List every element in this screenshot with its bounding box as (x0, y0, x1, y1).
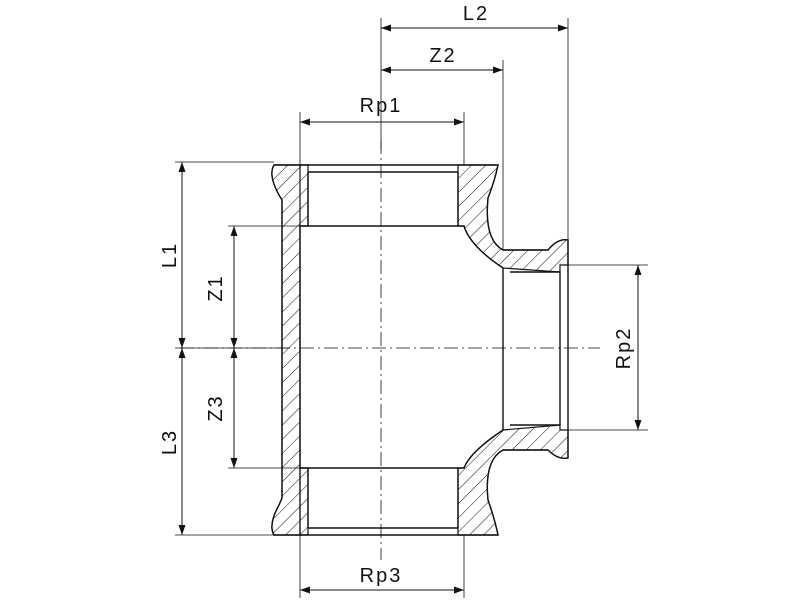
inner-bore (299, 225, 504, 469)
hatch-right-upper (457, 164, 569, 273)
fitting-body (271, 164, 569, 536)
label-L2: L2 (463, 3, 489, 25)
hatch-left-lower (299, 467, 309, 536)
label-Z1: Z1 (205, 274, 227, 301)
section-hatching (271, 164, 569, 536)
outer-contour (271, 164, 569, 536)
center-lines (180, 140, 600, 560)
label-Rp2: Rp2 (613, 327, 635, 370)
label-Rp3: Rp3 (360, 565, 403, 587)
label-Z2: Z2 (429, 45, 456, 67)
dimension-lines (178, 24, 642, 594)
label-L3: L3 (159, 429, 181, 455)
hatch-right-lower (457, 424, 569, 536)
label-Rp1: Rp1 (360, 95, 403, 117)
label-L1: L1 (159, 242, 181, 268)
extension-lines (175, 18, 648, 598)
label-Z3: Z3 (205, 394, 227, 421)
